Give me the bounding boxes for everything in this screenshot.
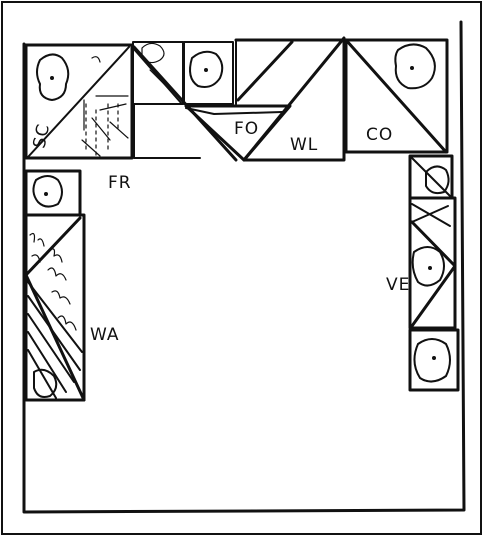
label-wa: WA: [90, 325, 120, 345]
block-wa: [26, 215, 84, 400]
block-sc: SC: [26, 45, 132, 158]
block-co: [346, 40, 447, 152]
block-right-top: [410, 156, 452, 198]
label-fo: FO: [234, 119, 259, 139]
block-right-bottom: [410, 330, 458, 390]
label-wl: WL: [290, 135, 318, 155]
label-ve: VE: [386, 275, 410, 295]
block-center-small: [184, 42, 233, 104]
label-co: CO: [366, 125, 393, 145]
sc-scribble-text: SC: [30, 122, 55, 150]
block-left-small: [26, 171, 80, 215]
label-fr: FR: [108, 173, 132, 193]
block-ve: [410, 198, 455, 328]
